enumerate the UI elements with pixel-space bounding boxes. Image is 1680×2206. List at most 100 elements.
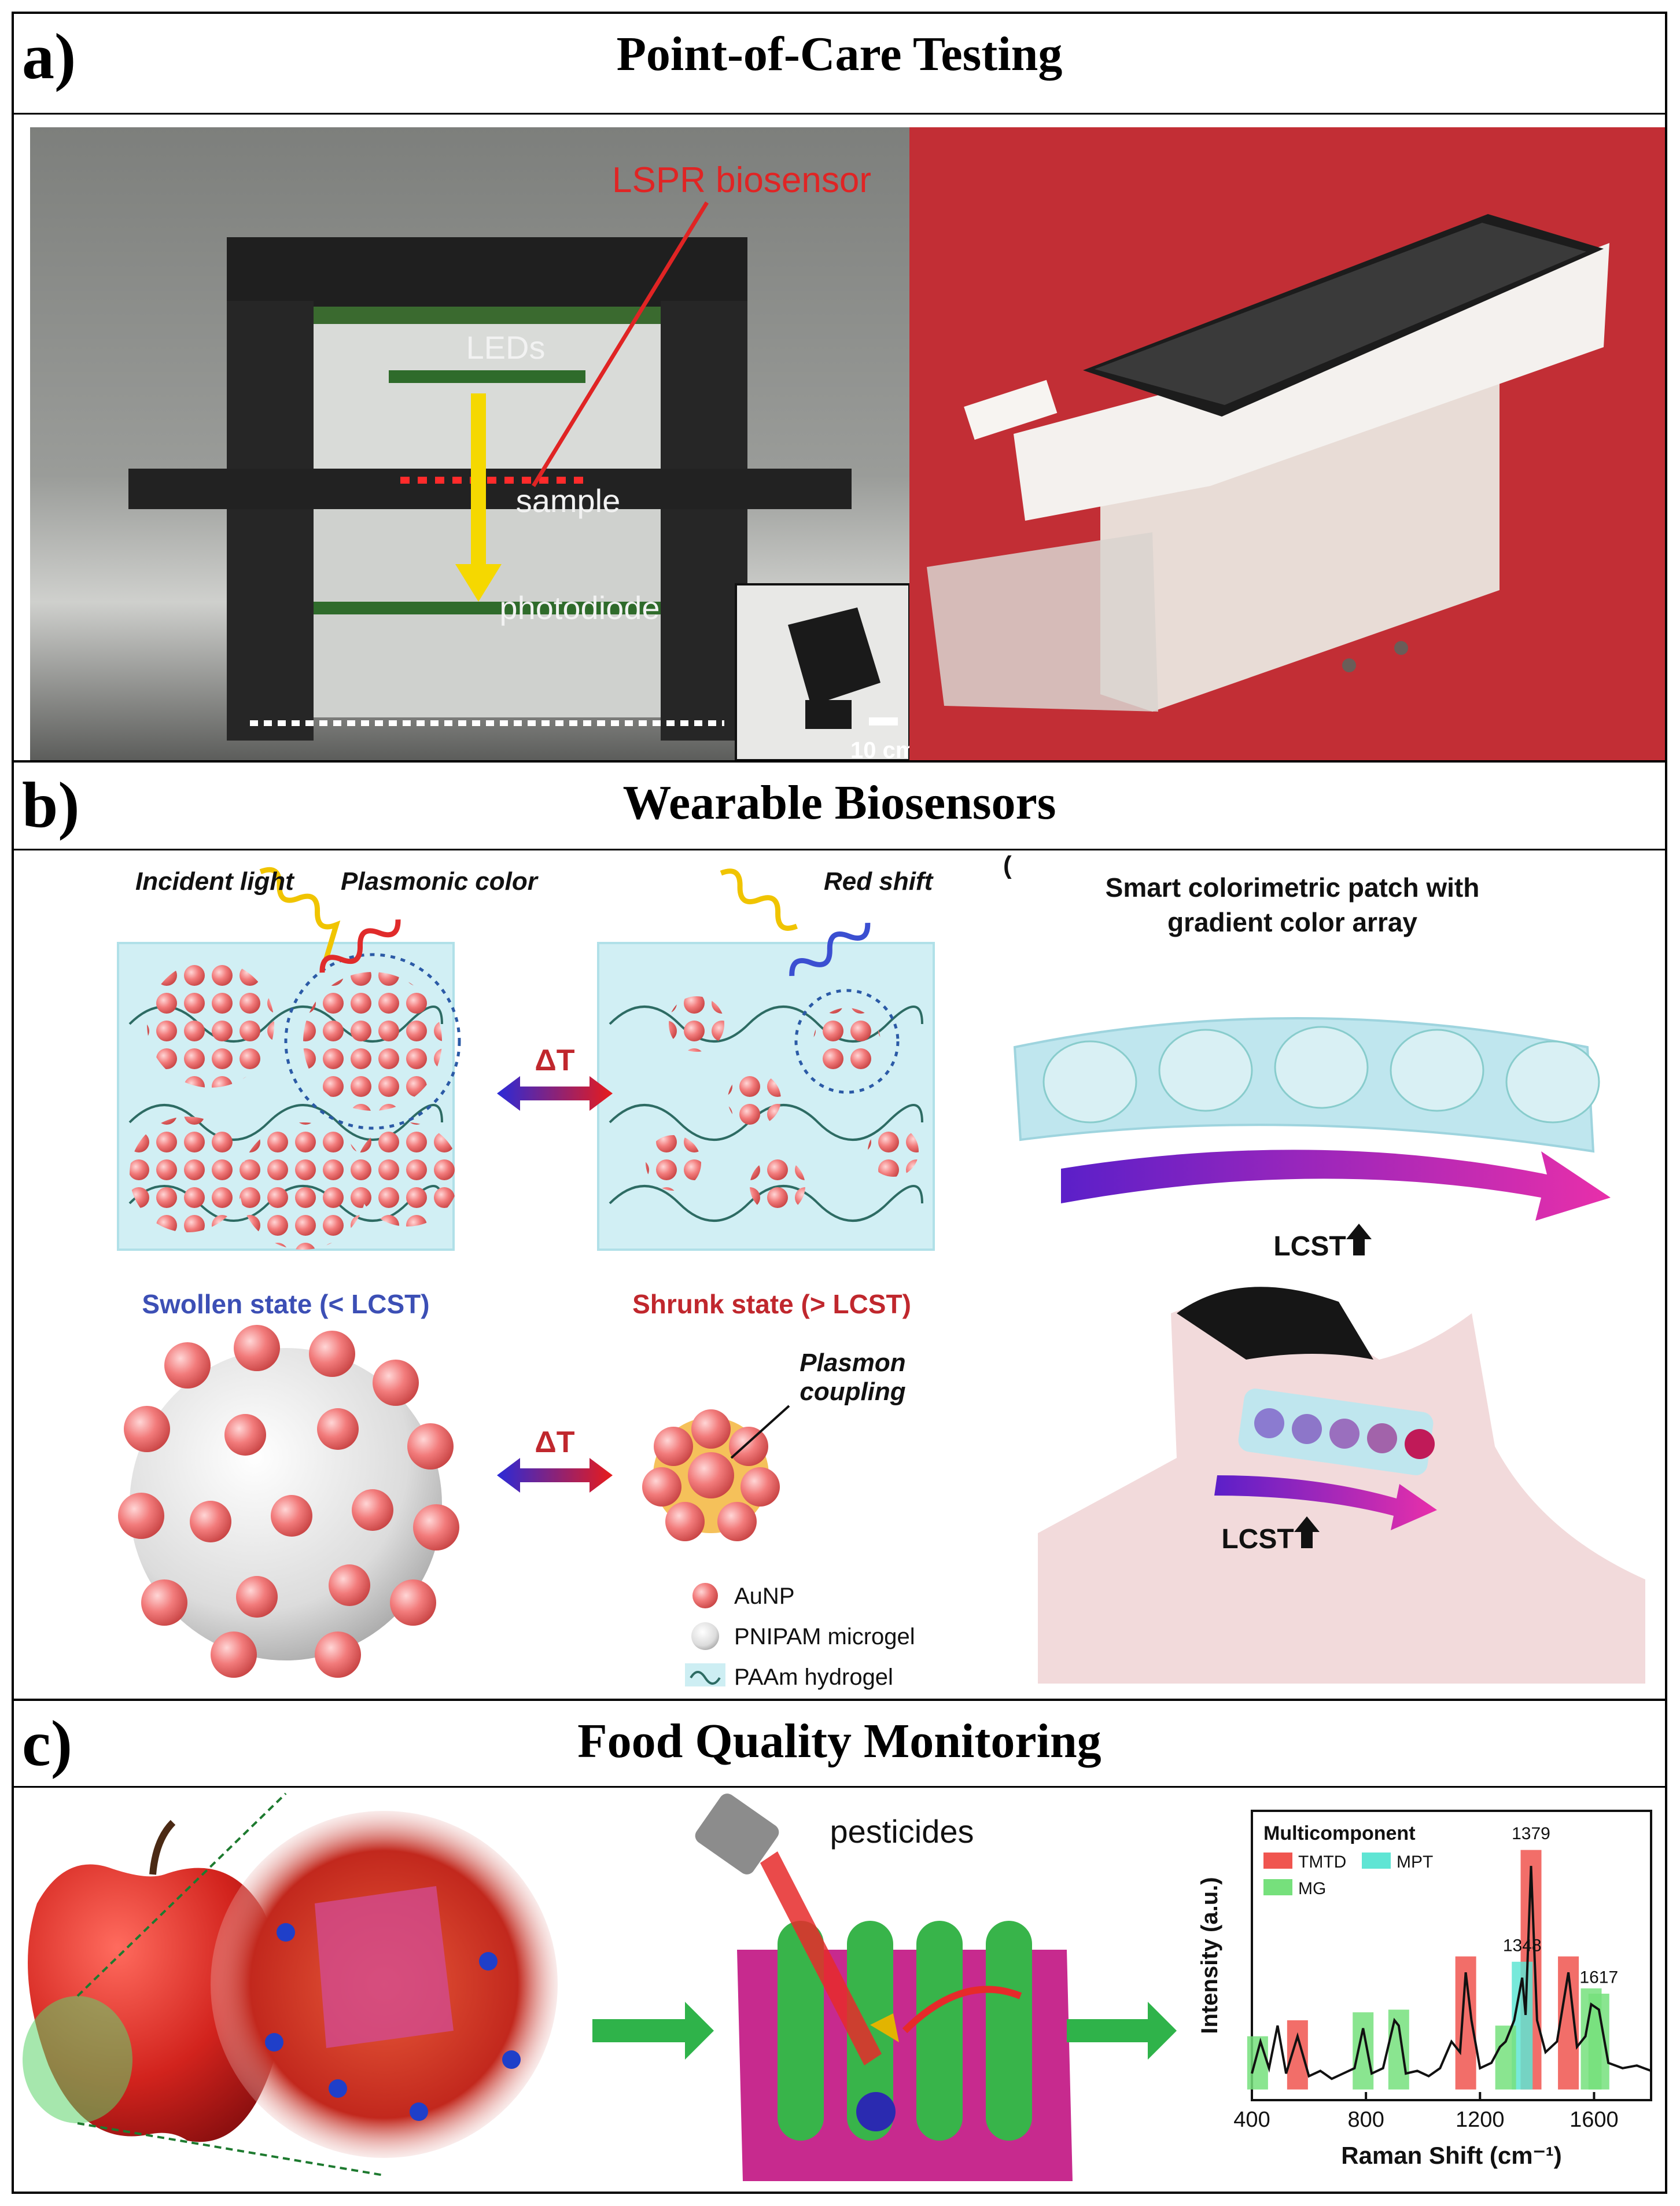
panel-a-letter: a) <box>22 21 76 93</box>
apple-zoom-area <box>23 1996 132 2123</box>
legend-aunp: AuNP <box>734 1583 795 1609</box>
leds-label: LEDs <box>466 329 546 366</box>
peak-label-1617: 1617 <box>1579 1968 1618 1987</box>
shrunk-cluster <box>669 996 724 1052</box>
scale-label: 10 cm <box>850 738 909 760</box>
x-tick-label-1200: 1200 <box>1456 2108 1505 2132</box>
plasmonic-color-label: Plasmonic color <box>341 867 539 896</box>
inset-device <box>788 607 880 706</box>
shrunk-cluster <box>646 1135 701 1191</box>
pesticide-molecule <box>856 2092 896 2131</box>
panel-c-letter: c) <box>22 1708 73 1780</box>
spectrum-line <box>1251 1866 1652 2080</box>
flow-arrow-1 <box>592 2002 714 2060</box>
poc-device-schematic: LSPR biosensor LEDs sample photodiode 10… <box>30 127 909 760</box>
cradle-port <box>964 380 1058 440</box>
panel-b-letter: b) <box>22 769 80 841</box>
legend-tmtd: TMTD <box>1298 1853 1346 1872</box>
smartphone-reader-photo <box>909 127 1665 760</box>
panel-c-header: c) Food Quality Monitoring <box>14 1701 1665 1788</box>
sample-cartridge <box>927 532 1158 712</box>
patch-title-line-2: gradient color array <box>1167 907 1417 937</box>
swollen-cluster <box>303 972 442 1111</box>
light-path-arrow-shaft <box>471 393 486 567</box>
flow-arrow-2 <box>1067 2002 1177 2060</box>
shrunk-cluster <box>750 1158 805 1214</box>
lcst-gradient-arrow-neck <box>1214 1475 1437 1530</box>
panel-c-title: Food Quality Monitoring <box>577 1714 1101 1768</box>
chin-shadow <box>1177 1287 1373 1360</box>
chart-title: Multicomponent <box>1263 1822 1416 1844</box>
swollen-cluster <box>130 1117 245 1232</box>
neck-patch-color-array <box>1254 1408 1435 1459</box>
sample-label: sample <box>516 483 621 519</box>
scattered-light <box>902 1986 1022 2034</box>
lcst-gradient-arrow-top <box>1061 1150 1611 1221</box>
panel-b-header: b) Wearable Biosensors <box>14 763 1665 850</box>
photodiode-board <box>314 602 661 614</box>
legend-mg-swatch <box>1263 1879 1292 1895</box>
delta-t-bottom-label: ΔT <box>535 1426 574 1459</box>
pesticides-label: pesticides <box>830 1813 974 1850</box>
photodiode-label: photodiode <box>499 590 660 626</box>
legend-microgel: PNIPAM microgel <box>734 1624 915 1649</box>
reader-screw <box>1394 641 1408 655</box>
led-board <box>314 307 661 324</box>
shrunk-state-label: Shrunk state (> LCST) <box>632 1289 911 1319</box>
x-tick-label-400: 400 <box>1233 2108 1270 2132</box>
red-shift-label: Red shift <box>824 867 934 896</box>
laser-beam <box>760 1851 882 2065</box>
nanopillars <box>778 1921 1032 2141</box>
zoom-line-top <box>76 1792 287 1997</box>
incident-light-label: Incident light <box>135 867 295 896</box>
housing-left <box>227 301 314 741</box>
panel-b-title: Wearable Biosensors <box>622 776 1056 830</box>
panel-b-divider <box>14 1699 1665 1701</box>
incident-light-icon-2 <box>720 868 798 931</box>
zoom-pesticide-markers <box>265 1923 521 2121</box>
light-path-arrow-head <box>455 564 502 602</box>
swollen-cluster <box>355 1122 459 1227</box>
lcst-neck-label: LCST <box>1221 1524 1294 1555</box>
panel-a-header: a) Point-of-Care Testing <box>14 14 1665 115</box>
legend-hydrogel: PAAm hydrogel <box>734 1664 893 1690</box>
food-monitoring-diagram: pesticides <box>23 1792 1177 2181</box>
plasmon-coupling-label-2: coupling <box>800 1378 905 1406</box>
pesticide-molecule-2 <box>870 2013 899 2042</box>
shrunk-cluster <box>868 1126 919 1177</box>
zoom-line-bottom <box>77 2122 385 2176</box>
microgel-nanoparticles <box>118 1325 459 1678</box>
delta-t-top-label: ΔT <box>535 1044 574 1077</box>
hydrogel-swatch <box>685 1663 725 1686</box>
shrunk-highlight-circle <box>794 989 900 1094</box>
upper-chamber <box>314 324 661 469</box>
swollen-cluster <box>240 1122 367 1250</box>
plasmonic-color-icon <box>319 919 401 973</box>
red-shift-icon <box>789 922 871 976</box>
sensor-film <box>315 1886 454 2048</box>
laser-head <box>695 1793 779 1874</box>
lcst-top-label: LCST <box>1273 1231 1346 1262</box>
shrunk-cluster <box>728 1073 781 1126</box>
delta-t-top-arrow <box>497 1076 613 1111</box>
patch-title-line-1: Smart colorimetric patch with <box>1106 872 1480 903</box>
plasmon-coupling-pointer <box>730 1405 790 1459</box>
housing-right <box>661 301 747 741</box>
x-tick-label-1600: 1600 <box>1570 2108 1619 2132</box>
inset-device-base <box>805 700 852 729</box>
legend-mpt-swatch <box>1362 1853 1391 1869</box>
band-mg-1290 <box>1495 2025 1516 2090</box>
phone-cradle <box>1014 243 1609 521</box>
peak-label-1348: 1348 <box>1503 1936 1542 1955</box>
swollen-cluster <box>147 960 274 1088</box>
lspr-pointer-line <box>532 201 709 487</box>
band-tmtd-560 <box>1287 2020 1308 2090</box>
housing-top <box>227 237 747 307</box>
delta-t-bottom-arrow <box>497 1458 613 1493</box>
band-mg-790 <box>1353 2012 1374 2090</box>
scale-bar <box>869 717 898 725</box>
lspr-label: LSPR biosensor <box>612 160 871 200</box>
peak-label-1379: 1379 <box>1512 1824 1550 1843</box>
plasmon-coupling-label-1: Plasmon <box>800 1349 905 1377</box>
